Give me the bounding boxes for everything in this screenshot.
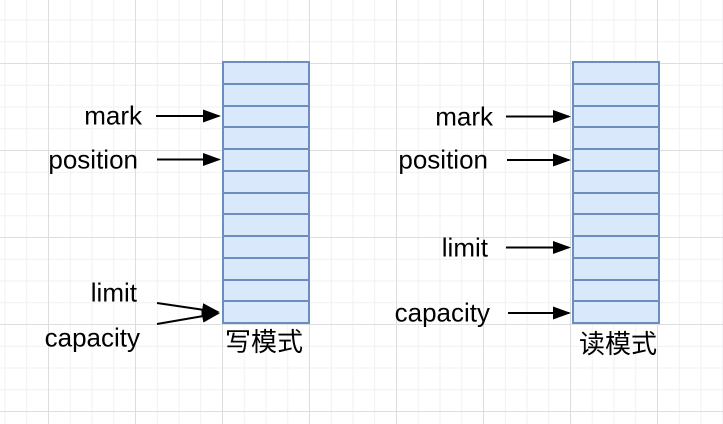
buffer-cell bbox=[572, 235, 660, 259]
pointer-label-mark: mark bbox=[84, 100, 142, 131]
buffer-cell bbox=[572, 191, 660, 216]
stack-caption-read-mode: 读模式 bbox=[578, 329, 658, 359]
stack-caption-write-mode: 写模式 bbox=[224, 327, 304, 357]
buffer-cell bbox=[572, 300, 660, 324]
buffer-cell bbox=[221, 256, 310, 281]
buffer-cell bbox=[572, 169, 660, 194]
buffer-cell bbox=[221, 61, 310, 85]
buffer-cell bbox=[572, 256, 660, 281]
pointer-label-position: position bbox=[48, 144, 138, 175]
buffer-cell bbox=[221, 278, 310, 303]
pointer-label-limit: limit bbox=[441, 231, 488, 262]
pointer-label-mark: mark bbox=[435, 100, 493, 131]
pointer-arrow-limit bbox=[156, 302, 220, 317]
buffer-cell bbox=[572, 278, 660, 303]
buffer-cell bbox=[221, 191, 310, 216]
buffer-cell bbox=[572, 61, 660, 85]
buffer-cell bbox=[572, 148, 660, 172]
pointer-label-position: position bbox=[398, 144, 488, 175]
buffer-cell bbox=[221, 235, 310, 259]
buffer-cell bbox=[221, 148, 310, 172]
pointer-label-capacity: capacity bbox=[44, 321, 140, 352]
buffer-stack-read-mode bbox=[572, 61, 660, 324]
buffer-cell bbox=[221, 213, 310, 237]
buffer-cell bbox=[221, 169, 310, 194]
buffer-stack-write-mode bbox=[221, 61, 310, 324]
buffer-cell bbox=[221, 104, 310, 129]
buffer-cell bbox=[572, 126, 660, 150]
pointer-label-limit: limit bbox=[90, 277, 137, 308]
buffer-cell bbox=[572, 82, 660, 107]
buffer-cell bbox=[221, 300, 310, 324]
pointer-label-capacity: capacity bbox=[394, 297, 490, 328]
pointer-arrow-capacity bbox=[156, 309, 220, 325]
buffer-cell bbox=[221, 126, 310, 150]
buffer-cell bbox=[221, 82, 310, 107]
buffer-cell bbox=[572, 104, 660, 129]
buffer-cell bbox=[572, 213, 660, 237]
